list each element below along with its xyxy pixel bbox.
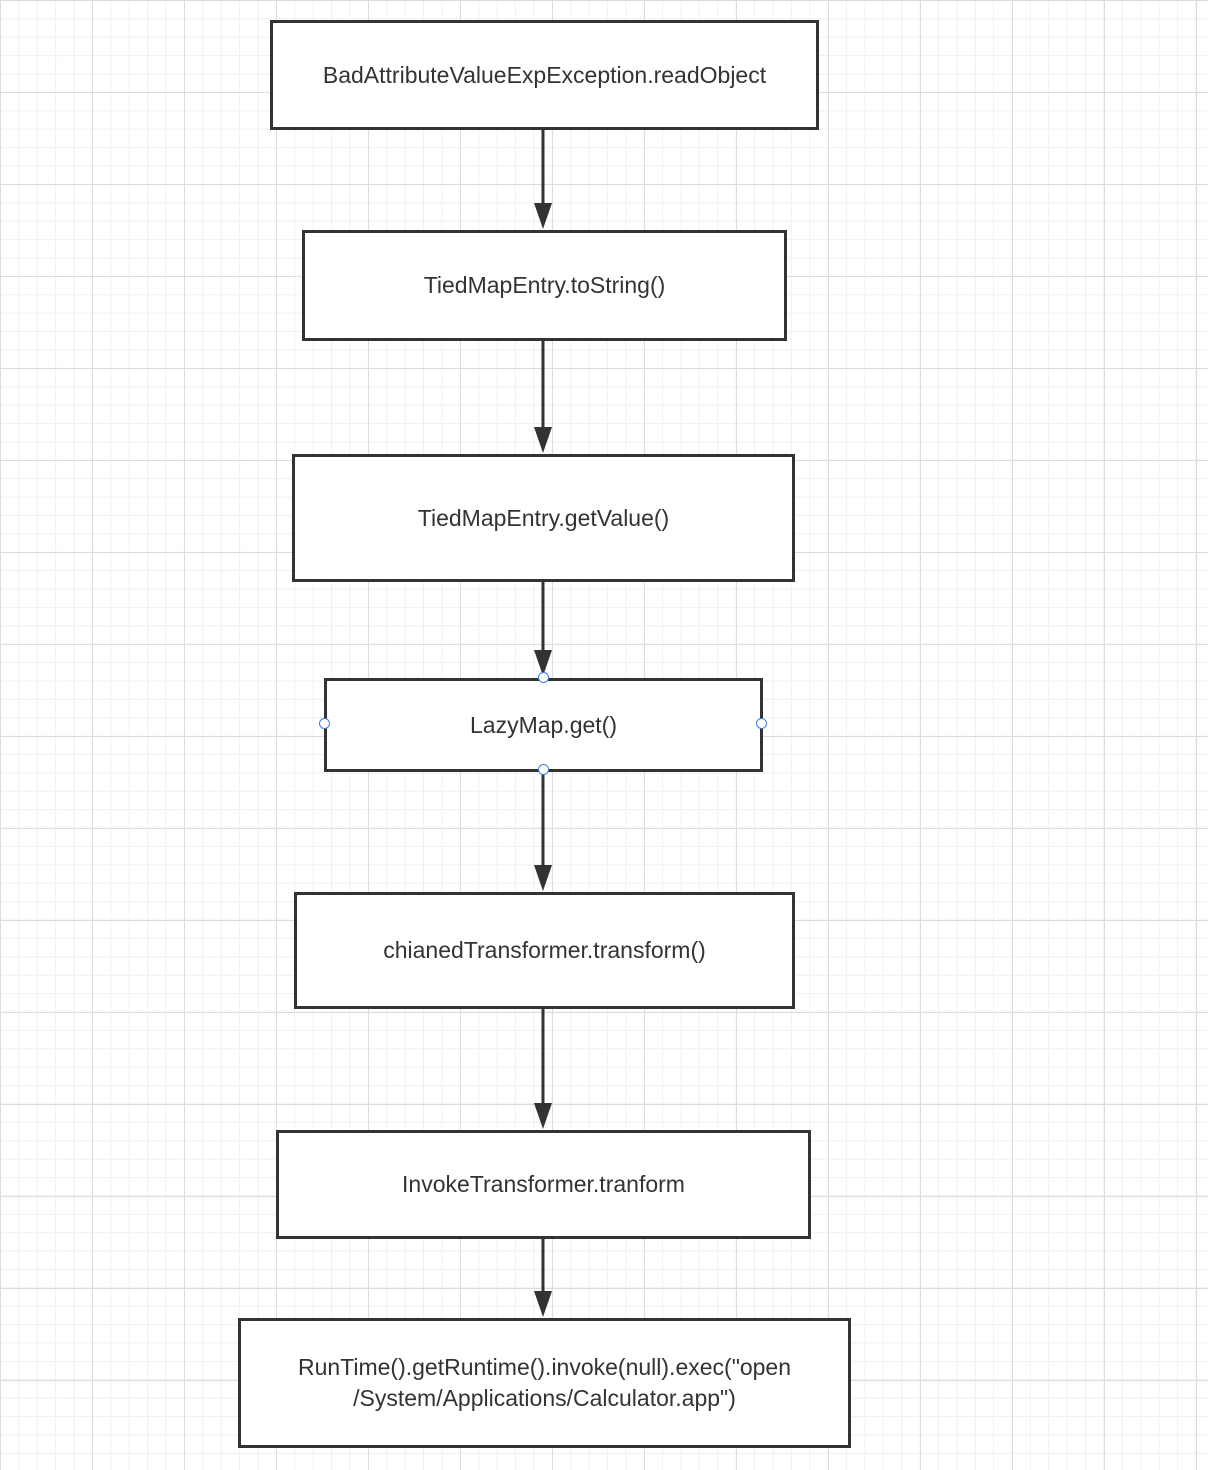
node-label: RunTime().getRuntime().invoke(null).exec… [297,1354,792,1411]
node-lazymap-get[interactable]: LazyMap.get() [324,678,763,772]
node-tiedmapentry-tostring[interactable]: TiedMapEntry.toString() [302,230,787,341]
edge-n6-n7[interactable] [534,1238,552,1317]
node-invoke-transformer-tranform[interactable]: InvokeTransformer.tranform [276,1130,811,1239]
node-tiedmapentry-getvalue[interactable]: TiedMapEntry.getValue() [292,454,795,582]
node-label: TiedMapEntry.toString() [423,272,666,298]
node-chained-transformer-transform[interactable]: chianedTransformer.transform() [294,892,795,1009]
edge-n3-n4[interactable] [534,581,552,676]
edge-n5-n6[interactable] [534,1008,552,1129]
connection-handle-bottom[interactable] [538,764,549,775]
node-label: LazyMap.get() [469,711,617,738]
node-label: chianedTransformer.transform() [383,937,706,963]
node-bad-attribute-readobject[interactable]: BadAttributeValueExpException.readObject [270,20,819,130]
node-label: TiedMapEntry.getValue() [417,504,670,531]
connection-handle-top[interactable] [538,672,549,683]
node-label: InvokeTransformer.tranform [402,1171,685,1197]
node-runtime-exec[interactable]: RunTime().getRuntime().invoke(null).exec… [238,1318,851,1448]
node-label: BadAttributeValueExpException.readObject [322,61,767,88]
edge-n4-n5[interactable] [534,771,552,891]
connection-handle-right[interactable] [756,718,767,729]
edge-n2-n3[interactable] [534,340,552,453]
connection-handle-left[interactable] [319,718,330,729]
edge-n1-n2[interactable] [534,129,552,229]
